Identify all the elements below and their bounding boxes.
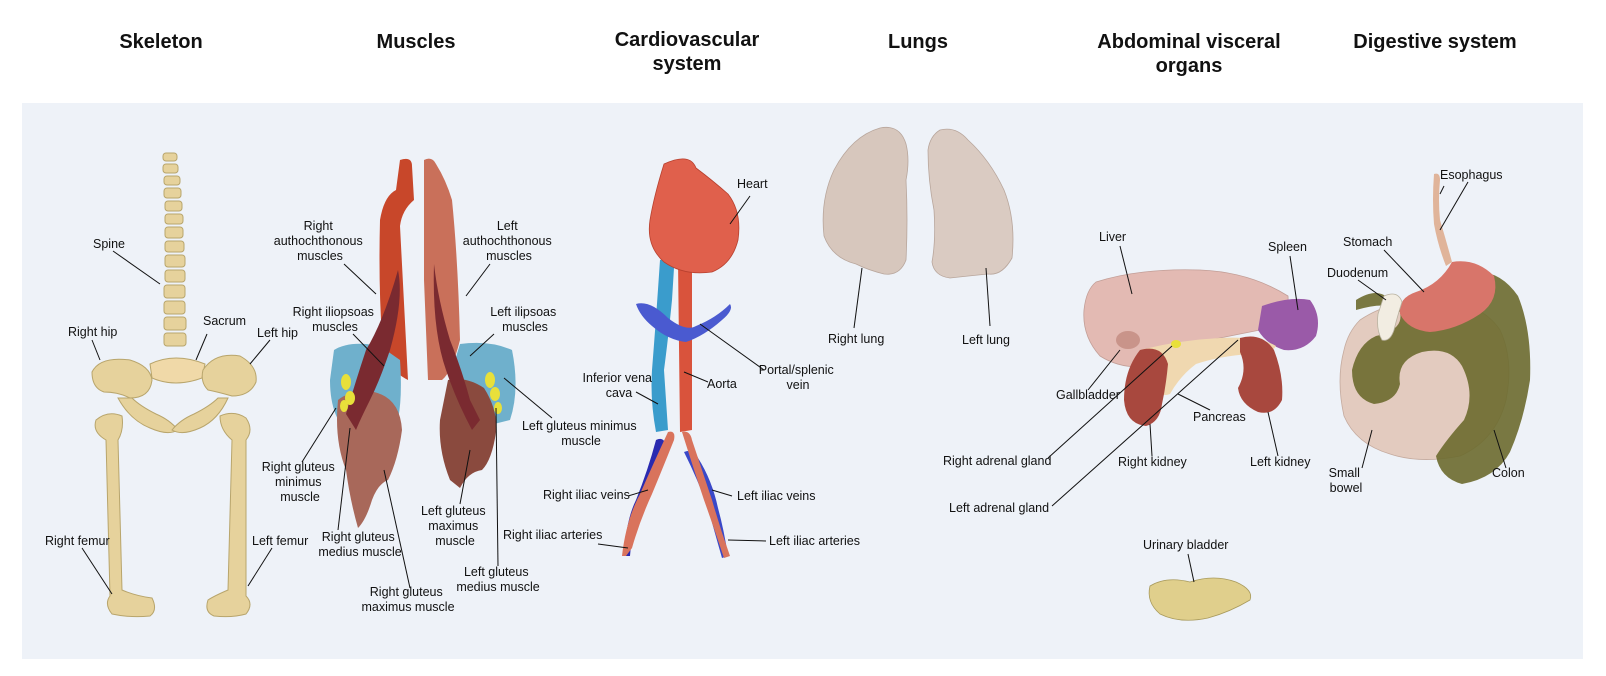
label-right-gluteus-medius: Right gluteus medius muscle [318,530,401,559]
right-femur-shape [94,413,156,618]
esophagus-shape [1433,173,1452,266]
label-left-iliac-arteries: Left iliac arteries [769,534,860,548]
gallbladder-shape [1116,331,1140,349]
label-sacrum: Sacrum [203,314,246,328]
label-left-adrenal-gland: Left adrenal gland [949,501,1049,515]
digestive-group [1339,173,1531,484]
title-cardio-line1: Cardiovascular [614,29,760,51]
title-muscles: Muscles [377,30,456,54]
right-adrenal-gland-shape [1171,340,1181,348]
label-left-iliac-veins: Left iliac veins [737,489,816,503]
left-iliopsoas-shape [433,264,480,430]
lungs-group [822,126,1014,279]
stomach-shape [1399,261,1496,332]
label-duodenum: Duodenum [1327,266,1388,280]
right-hip-shape [91,358,153,399]
label-heart: Heart [737,177,768,191]
title-muscles-text: Muscles [376,31,456,53]
left-pelvis-ring [171,397,229,434]
label-left-femur: Left femur [252,534,308,548]
left-gluteus-maximus-shape [439,379,497,488]
label-right-femur: Right femur [45,534,110,548]
label-portal-splenic-vein: Portal/splenic vein [759,363,838,392]
label-left-lung: Left lung [962,333,1010,347]
label-gallbladder: Gallbladder [1056,388,1120,402]
label-right-adrenal-gland: Right adrenal gland [943,454,1051,468]
title-lungs: Lungs [888,30,948,54]
label-left-gluteus-minimus: Left gluteus minimus muscle [522,419,640,448]
title-cardio-line2: system [652,53,722,75]
label-right-autochthonous: Right authochthonous muscles [274,219,366,263]
right-pelvis-ring [117,397,179,434]
title-lungs-text: Lungs [888,31,948,53]
label-pancreas: Pancreas [1193,410,1246,424]
ivc-shape [651,259,674,432]
right-iliac-arteries-shape [622,431,675,556]
label-right-gluteus-minimus: Right gluteus minimus muscle [262,460,338,504]
spine-shape [162,152,187,347]
muscles-group [330,158,516,528]
label-left-hip: Left hip [257,326,298,340]
label-left-iliopsoas: Left ilipsoas muscles [490,305,560,334]
right-lung-shape [822,126,909,275]
figure-panel [22,103,1583,659]
label-small-bowel: Small bowel [1329,466,1364,495]
spleen-shape [1258,298,1318,351]
abdominal-group [1083,269,1318,621]
duodenum-shape [1377,293,1403,341]
labels: Spine Right hip Sacrum Left hip Right fe… [45,168,1525,614]
leader-lines [81,181,1507,595]
label-esophagus: Esophagus [1440,168,1503,182]
skeleton-group [91,152,257,618]
label-right-iliac-veins: Right iliac veins [543,488,630,502]
label-left-gluteus-medius: Left gluteus medius muscle [456,565,539,594]
label-right-kidney: Right kidney [1118,455,1188,469]
left-lung-shape [927,128,1014,279]
colon-shape [1352,271,1531,484]
label-liver: Liver [1099,230,1126,244]
label-left-autochthonous: Left authochthonous muscles [463,219,555,263]
label-urinary-bladder: Urinary bladder [1143,538,1228,552]
left-kidney-shape [1238,336,1283,413]
label-right-iliopsoas: Right iliopsoas muscles [293,305,378,334]
label-aorta: Aorta [707,377,737,391]
title-digestive: Digestive system [1353,30,1516,54]
left-femur-shape [206,412,251,618]
right-gluteus-maximus-shape [337,391,402,528]
label-right-gluteus-maximus: Right gluteus maximus muscle [361,585,454,614]
left-autochthonous-shape [424,158,460,380]
left-iliac-arteries-shape [682,431,730,558]
label-right-iliac-arteries: Right iliac arteries [503,528,602,542]
label-left-gluteus-maximus: Left gluteus maximus muscle [421,504,489,548]
label-stomach: Stomach [1343,235,1392,249]
heart-shape [648,158,740,274]
label-inferior-vena-cava: Inferior vena cava [583,371,656,400]
title-abdominal-line2: organs [1155,55,1223,77]
label-right-hip: Right hip [68,325,117,339]
label-spine: Spine [93,237,125,251]
label-left-kidney: Left kidney [1250,455,1311,469]
label-colon: Colon [1492,466,1525,480]
title-digestive-text: Digestive system [1353,31,1517,53]
cardiovascular-group [622,158,740,558]
portal-splenic-vein-shape [636,303,731,342]
title-skeleton-text: Skeleton [119,31,203,53]
left-hip-shape [201,354,257,397]
title-abdominal-line1: Abdominal visceral [1097,31,1281,53]
label-spleen: Spleen [1268,240,1307,254]
urinary-bladder-shape [1148,577,1252,621]
right-gluteus-minimus-shape [340,374,355,412]
sacrum-shape [149,357,206,384]
title-skeleton: Skeleton [119,30,202,54]
right-kidney-shape [1124,348,1168,426]
label-right-lung: Right lung [828,332,884,346]
right-iliopsoas-shape [346,270,400,430]
